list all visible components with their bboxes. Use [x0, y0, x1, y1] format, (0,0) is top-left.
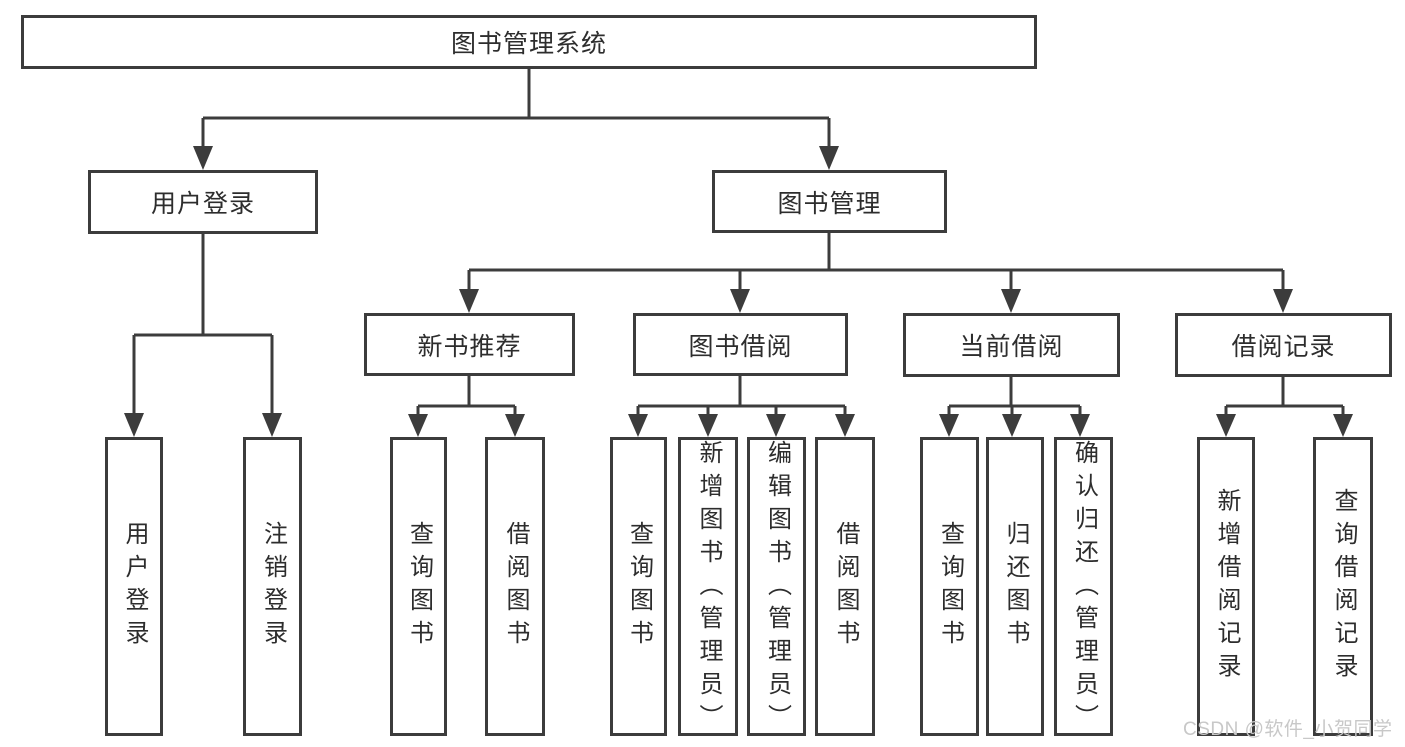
leaf-logout: 注销登录 [243, 437, 302, 736]
leaf-label: 归还图书 [1002, 520, 1029, 653]
edge-new-book-recommend-to-children [408, 376, 525, 437]
leaf-query-borrow-record: 查询借阅记录 [1313, 437, 1373, 736]
leaf-borrow-books-recommend: 借阅图书 [485, 437, 545, 736]
leaf-label: 确认归还（管理员） [1070, 440, 1098, 737]
csdn-watermark: CSDN @软件_小贺同学 [1183, 719, 1393, 740]
leaf-label: 查询借阅记录 [1330, 487, 1357, 686]
leaf-add-borrow-record: 新增借阅记录 [1197, 437, 1255, 736]
node-new-book-recommend: 新书推荐 [364, 313, 575, 376]
leaf-label: 编辑图书（管理员） [763, 440, 791, 737]
leaf-label: 新增图书（管理员） [695, 440, 722, 737]
edge-book-borrowing-to-children [628, 376, 855, 437]
node-book-management: 图书管理 [712, 170, 947, 233]
edge-root-to-children [193, 68, 839, 170]
leaf-return-books: 归还图书 [986, 437, 1044, 736]
edge-current-borrowing-to-children [939, 377, 1090, 437]
leaf-borrow-books-borrowing: 借阅图书 [815, 437, 875, 736]
leaf-label: 查询图书 [405, 520, 433, 653]
node-current-borrowing: 当前借阅 [903, 313, 1120, 377]
leaf-label: 查询图书 [936, 520, 964, 653]
node-root-library-management-system: 图书管理系统 [21, 15, 1037, 69]
leaf-label: 用户登录 [121, 520, 148, 653]
leaf-label: 借阅图书 [502, 520, 529, 653]
leaf-query-books-borrowing: 查询图书 [610, 437, 667, 736]
edge-book-management-to-children [459, 233, 1293, 313]
node-book-borrowing: 图书借阅 [633, 313, 848, 376]
leaf-label: 新增借阅记录 [1213, 487, 1240, 686]
leaf-query-books-recommend: 查询图书 [390, 437, 447, 736]
leaf-query-books-current: 查询图书 [920, 437, 979, 736]
leaf-edit-books-admin: 编辑图书（管理员） [747, 437, 806, 737]
leaf-label: 注销登录 [259, 520, 287, 653]
node-user-login: 用户登录 [88, 170, 318, 234]
node-borrowing-records: 借阅记录 [1175, 313, 1392, 377]
edge-user-login-to-children [124, 234, 282, 437]
edge-borrowing-records-to-children [1216, 377, 1353, 437]
leaf-confirm-return-admin: 确认归还（管理员） [1054, 437, 1113, 737]
leaf-user-login: 用户登录 [105, 437, 163, 736]
leaf-label: 借阅图书 [832, 520, 859, 653]
leaf-add-books-admin: 新增图书（管理员） [678, 437, 738, 737]
leaf-label: 查询图书 [625, 520, 653, 653]
